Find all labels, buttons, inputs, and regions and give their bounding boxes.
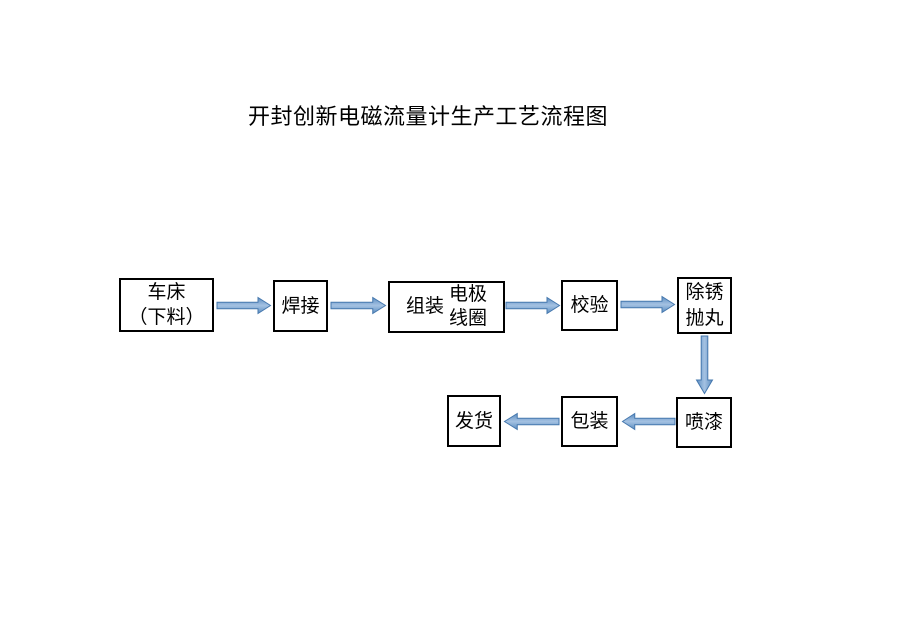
arrow-calibrate-to-derust bbox=[620, 295, 676, 314]
node-pack: 包装 bbox=[561, 396, 618, 447]
arrow-lathe-to-weld bbox=[216, 296, 272, 315]
node-calibrate: 校验 bbox=[561, 280, 618, 331]
arrow-weld-to-assemble bbox=[330, 296, 387, 315]
arrow-derust-to-paint bbox=[695, 335, 714, 395]
right-arrow-icon bbox=[620, 295, 676, 314]
node-derust: 除锈 抛丸 bbox=[677, 277, 732, 334]
node-assemble-label-main: 组装 bbox=[405, 296, 444, 317]
arrow-paint-to-pack bbox=[621, 412, 676, 431]
down-arrow-icon bbox=[695, 335, 714, 395]
node-assemble-sub-line1: 电极 bbox=[449, 284, 488, 305]
node-weld-label: 焊接 bbox=[281, 295, 320, 317]
right-arrow-icon bbox=[216, 296, 272, 315]
node-pack-label: 包装 bbox=[570, 411, 609, 432]
node-paint-label: 喷漆 bbox=[684, 412, 723, 433]
left-arrow-icon bbox=[503, 412, 560, 431]
node-lathe-label-line1: 车床 bbox=[147, 282, 186, 303]
node-assemble: 组装 电极 线圈 bbox=[388, 281, 505, 333]
flowchart-title: 开封创新电磁流量计生产工艺流程图 bbox=[247, 104, 608, 129]
arrow-assemble-to-calibrate bbox=[505, 296, 561, 315]
right-arrow-icon bbox=[505, 296, 561, 315]
node-ship-label: 发货 bbox=[454, 410, 493, 432]
node-lathe-label-line2: （下料） bbox=[128, 307, 205, 328]
node-assemble-sublabels: 电极 线圈 bbox=[449, 283, 487, 331]
left-arrow-icon bbox=[621, 412, 676, 431]
node-lathe: 车床 （下料） bbox=[119, 278, 214, 332]
node-weld: 焊接 bbox=[273, 280, 328, 332]
node-ship: 发货 bbox=[447, 395, 501, 447]
node-assemble-sub-line2: 线圈 bbox=[449, 308, 488, 329]
arrow-pack-to-ship bbox=[503, 412, 560, 431]
node-paint: 喷漆 bbox=[676, 397, 732, 448]
node-calibrate-label: 校验 bbox=[570, 295, 609, 316]
right-arrow-icon bbox=[330, 296, 387, 315]
node-derust-label-line2: 抛丸 bbox=[685, 307, 724, 329]
node-derust-label-line1: 除锈 bbox=[685, 281, 724, 303]
